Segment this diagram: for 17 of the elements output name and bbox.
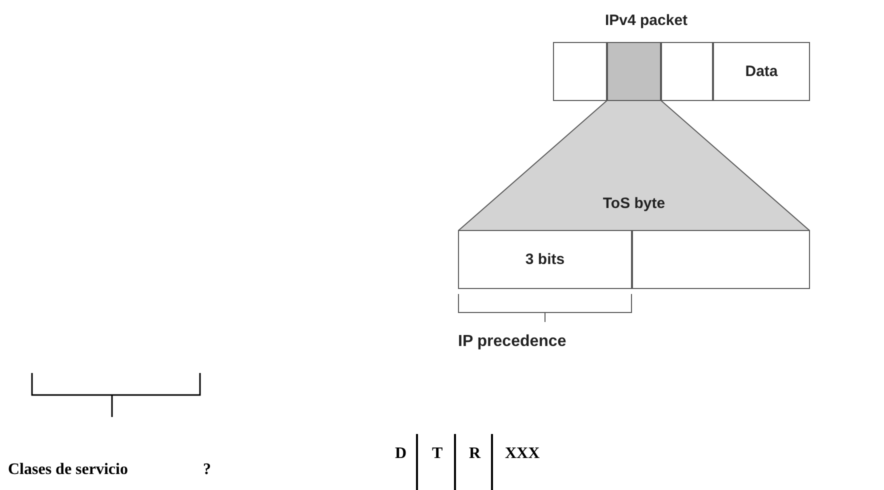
expansion-trapezoid bbox=[458, 100, 810, 231]
bit-label: D bbox=[395, 445, 407, 463]
bit-label: R bbox=[469, 445, 481, 463]
bit-label: T bbox=[432, 445, 443, 463]
field-label: ToS byte bbox=[602, 195, 666, 212]
empty-field bbox=[607, 42, 661, 101]
caption-text: Clases de servicio bbox=[8, 461, 128, 479]
bit-label: XXX bbox=[505, 445, 540, 463]
empty-field bbox=[661, 42, 713, 101]
packet-bar bbox=[553, 42, 810, 101]
question-mark: ? bbox=[203, 461, 211, 479]
empty-field bbox=[553, 42, 607, 101]
empty-field bbox=[632, 230, 810, 289]
bracket-label: IP precedence bbox=[458, 333, 566, 351]
packet-title: IPv4 packet bbox=[605, 12, 688, 29]
field-cell: 3 bits bbox=[458, 230, 632, 289]
field-cell: Data bbox=[713, 42, 810, 101]
